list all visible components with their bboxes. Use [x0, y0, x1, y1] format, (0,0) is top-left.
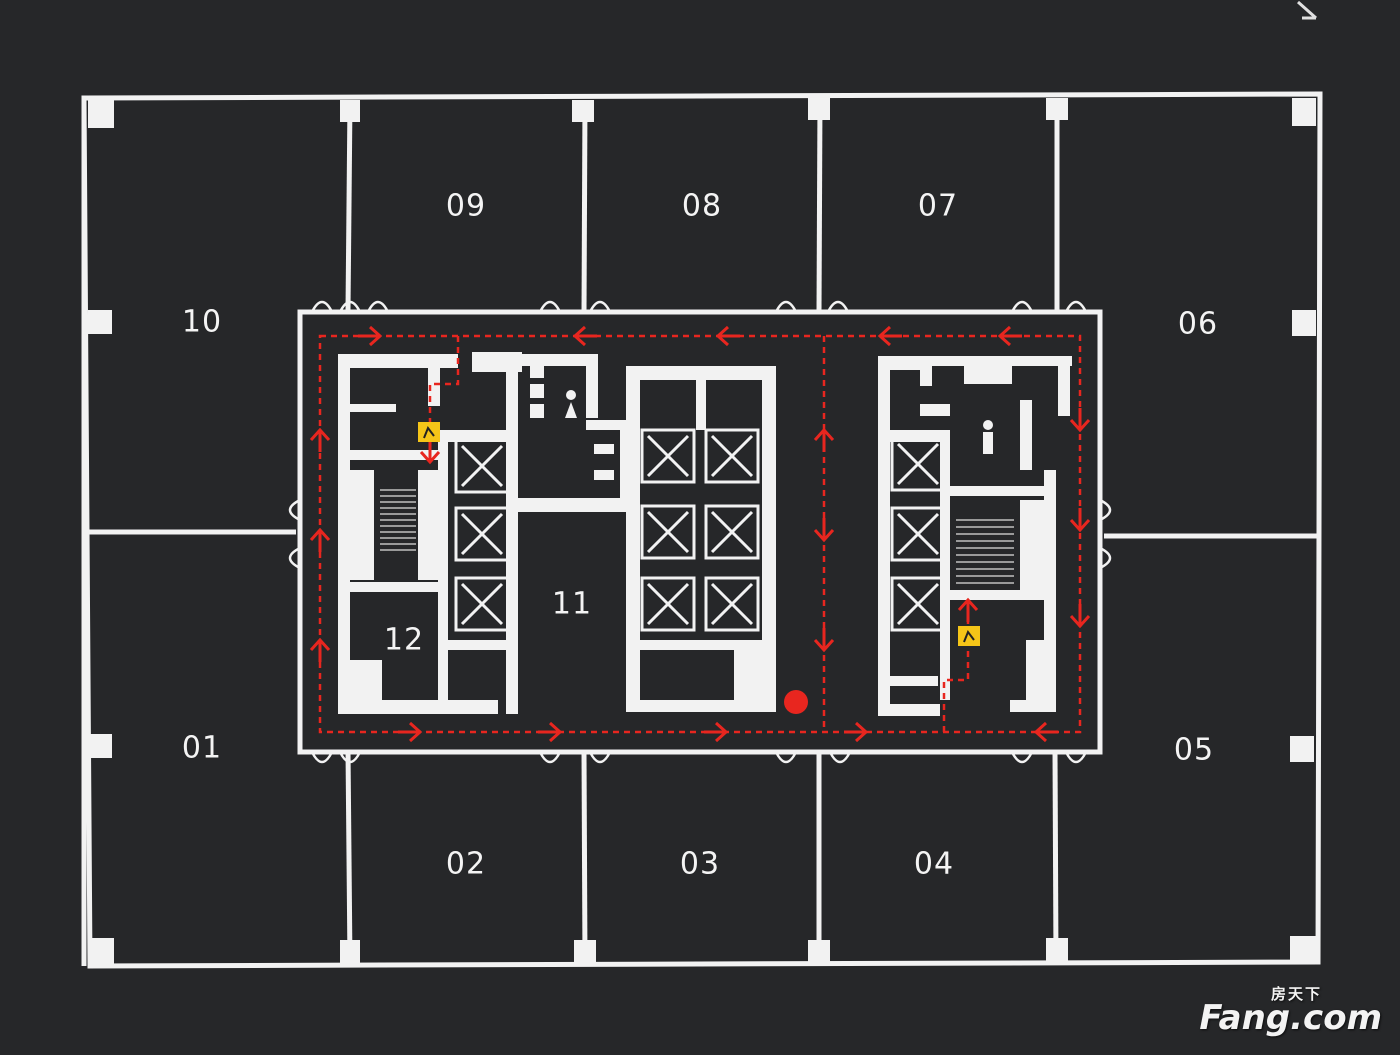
- right-core-block: [878, 356, 1072, 716]
- elevator-icon: [454, 506, 510, 562]
- evacuation-arrow-icon: [309, 527, 331, 552]
- unit-label-09: 09: [445, 188, 487, 224]
- unit-partitions: [86, 97, 1318, 965]
- elevator-icon: [890, 576, 946, 632]
- evacuation-arrow-icon: [715, 325, 740, 347]
- evacuation-arrow-icon: [1033, 721, 1058, 743]
- exit-sign-icon: [958, 626, 980, 646]
- female-restroom-icon: [565, 390, 577, 418]
- elevator-group: [454, 428, 946, 632]
- watermark: 房天下 Fang.com: [1199, 983, 1382, 1038]
- elevator-icon: [640, 504, 696, 560]
- evacuation-arrow-icon: [704, 721, 729, 743]
- unit-label-04: 04: [913, 846, 955, 882]
- elevator-icon: [890, 506, 946, 562]
- exit-sign-icon: [418, 422, 440, 442]
- central-elevator-block: [626, 366, 776, 712]
- male-restroom-icon: [983, 420, 993, 454]
- evacuation-arrow-icon: [844, 721, 869, 743]
- elevator-icon: [454, 576, 510, 632]
- unit-label-01: 01: [181, 730, 223, 766]
- watermark-cn: 房天下: [1270, 985, 1322, 1003]
- outer-walls: [81, 91, 1323, 969]
- evacuation-arrow-icon: [877, 325, 902, 347]
- unit-label-05: 05: [1173, 732, 1215, 768]
- left-core-block: [338, 352, 522, 714]
- right-stairs: [956, 519, 1014, 584]
- unit-label-11: 11: [551, 586, 593, 622]
- evacuation-arrow-icon: [997, 325, 1022, 347]
- left-stairs: [380, 489, 416, 551]
- evacuation-arrow-icon: [358, 325, 383, 347]
- unit-label-02: 02: [445, 846, 487, 882]
- evacuation-arrow-icon: [1069, 604, 1091, 629]
- unit-label-06: 06: [1177, 306, 1219, 342]
- corner-mark-icon: [1297, 0, 1317, 20]
- evacuation-arrow-icon: [813, 628, 835, 653]
- unit-label-12: 12: [383, 622, 425, 658]
- unit-label-07: 07: [917, 188, 959, 224]
- unit-label-03: 03: [679, 846, 721, 882]
- elevator-icon: [704, 576, 760, 632]
- evacuation-arrow-icon: [813, 427, 835, 452]
- evacuation-arrow-icon: [398, 721, 423, 743]
- evacuation-arrow-icon: [419, 440, 441, 465]
- elevator-icon: [890, 436, 946, 492]
- core-outline: [297, 309, 1103, 755]
- unit-label-10: 10: [181, 304, 223, 340]
- female-restroom-block: [518, 354, 630, 512]
- elevator-icon: [454, 438, 510, 494]
- elevator-icon: [640, 576, 696, 632]
- elevator-icon: [704, 428, 760, 484]
- watermark-en: Fang.com: [1199, 998, 1382, 1038]
- evacuation-arrow-icon: [957, 597, 979, 622]
- evacuation-arrow-icon: [572, 325, 597, 347]
- evacuation-arrow-icon: [1069, 508, 1091, 533]
- evacuation-arrow-icon: [538, 721, 563, 743]
- evacuation-arrow-icon: [309, 637, 331, 662]
- evacuation-arrow-icon: [309, 427, 331, 452]
- unit-label-08: 08: [681, 188, 723, 224]
- evacuation-arrows: [309, 325, 1091, 743]
- door-swings: [288, 300, 1112, 764]
- elevator-icon: [704, 504, 760, 560]
- you-are-here-marker: [784, 690, 808, 714]
- elevator-icon: [640, 428, 696, 484]
- evacuation-arrow-icon: [813, 518, 835, 543]
- evacuation-arrow-icon: [1069, 408, 1091, 433]
